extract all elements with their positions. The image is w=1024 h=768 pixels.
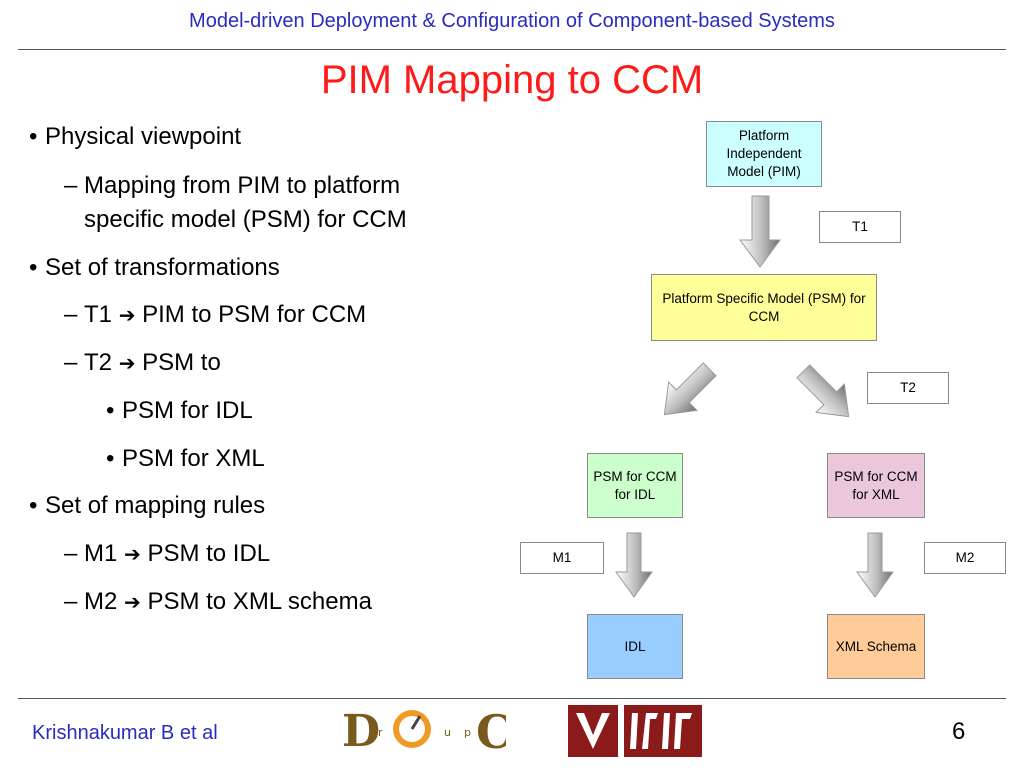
bullet-marker: • <box>29 492 38 519</box>
arrow-icon: ➔ <box>124 590 141 614</box>
bullet-text: PSM for XML <box>122 445 265 472</box>
bullet-physical-viewpoint: • Physical viewpoint <box>29 122 242 152</box>
header-title: Model-driven Deployment & Configuration … <box>189 10 835 32</box>
xml-schema-box: XML Schema <box>827 614 925 679</box>
psm-xml-box: PSM for CCM for XML <box>827 453 925 518</box>
footer-divider <box>18 698 1006 699</box>
arrow-idl-mapping <box>615 532 653 598</box>
dash-marker: – <box>64 588 78 615</box>
t1-label: T1 <box>852 219 868 234</box>
bullet-m1: –M1 ➔ PSM to IDL <box>64 539 271 569</box>
idl-label: IDL <box>624 638 646 654</box>
svg-text:u: u <box>444 726 451 739</box>
bullet-psm-idl: • PSM for IDL <box>106 396 253 426</box>
bullet-transformations: • Set of transformations <box>29 253 280 283</box>
m1-label-box: M1 <box>520 542 604 574</box>
dash-marker: – <box>64 349 78 376</box>
dash-marker: – <box>64 301 78 328</box>
t2-label: T2 <box>900 380 916 395</box>
bullet-marker: • <box>29 254 38 281</box>
bullet-text: T2 <box>84 349 119 376</box>
isis-logo <box>568 705 702 757</box>
t1-label-box: T1 <box>819 211 901 243</box>
psm-label: Platform Specific Model (PSM) for CCM <box>662 290 866 324</box>
pim-box: Platform Independent Model (PIM) <box>706 121 822 187</box>
arrow-psm-to-idl <box>663 362 717 416</box>
m2-label-box: M2 <box>924 542 1006 574</box>
psm-box: Platform Specific Model (PSM) for CCM <box>651 274 877 341</box>
bullet-text: PSM to IDL <box>140 540 271 567</box>
bullet-text: T1 <box>84 301 119 328</box>
bullet-text: Set of mapping rules <box>45 492 266 519</box>
t2-label-box: T2 <box>867 372 949 404</box>
arrow-xml-mapping <box>856 532 894 598</box>
arrow-icon: ➔ <box>124 542 141 566</box>
page-number: 6 <box>952 718 966 745</box>
xml-schema-label: XML Schema <box>835 638 917 654</box>
idl-box: IDL <box>587 614 683 679</box>
bullet-m2: –M2 ➔ PSM to XML schema <box>64 587 372 617</box>
arrow-pim-to-psm <box>739 195 781 268</box>
bullet-psm-xml: • PSM for XML <box>106 444 265 474</box>
bullet-mapping-rules: • Set of mapping rules <box>29 491 266 521</box>
arrow-icon: ➔ <box>118 303 136 327</box>
header-divider <box>18 49 1006 50</box>
bullet-text: PSM to XML schema <box>140 588 372 615</box>
m2-label: M2 <box>955 550 975 565</box>
bullet-t2: –T2 ➔ PSM to <box>64 348 221 378</box>
bullet-mapping-cont: specific model (PSM) for CCM <box>84 205 407 235</box>
m1-label: M1 <box>552 550 572 565</box>
arrow-psm-to-xml <box>796 364 850 418</box>
footer-author: Krishnakumar B et al <box>32 722 218 744</box>
bullet-mapping: –Mapping from PIM to platform <box>64 171 401 201</box>
dash-marker: – <box>64 172 78 199</box>
bullet-text: specific model (PSM) for CCM <box>84 206 407 233</box>
svg-text:p: p <box>464 726 471 739</box>
bullet-marker: • <box>29 123 38 150</box>
svg-text:r: r <box>378 726 383 739</box>
arrow-icon: ➔ <box>118 351 136 375</box>
bullet-text: Physical viewpoint <box>45 123 242 150</box>
dash-marker: – <box>64 540 78 567</box>
bullet-t1: –T1 ➔ PIM to PSM for CCM <box>64 300 367 330</box>
psm-xml-label: PSM for CCM for XML <box>834 468 918 502</box>
psm-idl-box: PSM for CCM for IDL <box>587 453 683 518</box>
psm-idl-label: PSM for CCM for IDL <box>593 468 677 502</box>
bullet-text: Set of transformations <box>45 254 280 281</box>
bullet-text: M2 <box>84 588 125 615</box>
bullet-marker: • <box>106 397 115 424</box>
doc-group-logo: D r u p C <box>340 704 506 754</box>
bullet-text: Mapping from PIM to platform <box>84 172 401 199</box>
svg-text:C: C <box>476 705 506 754</box>
bullet-text: M1 <box>84 540 125 567</box>
slide-title: PIM Mapping to CCM <box>320 58 704 102</box>
svg-text:D: D <box>342 706 380 754</box>
pim-label: Platform Independent Model (PIM) <box>726 128 802 179</box>
bullet-text: PSM for IDL <box>122 397 253 424</box>
bullet-marker: • <box>106 445 115 472</box>
bullet-text: PIM to PSM for CCM <box>135 301 367 328</box>
bullet-text: PSM to <box>135 349 221 376</box>
